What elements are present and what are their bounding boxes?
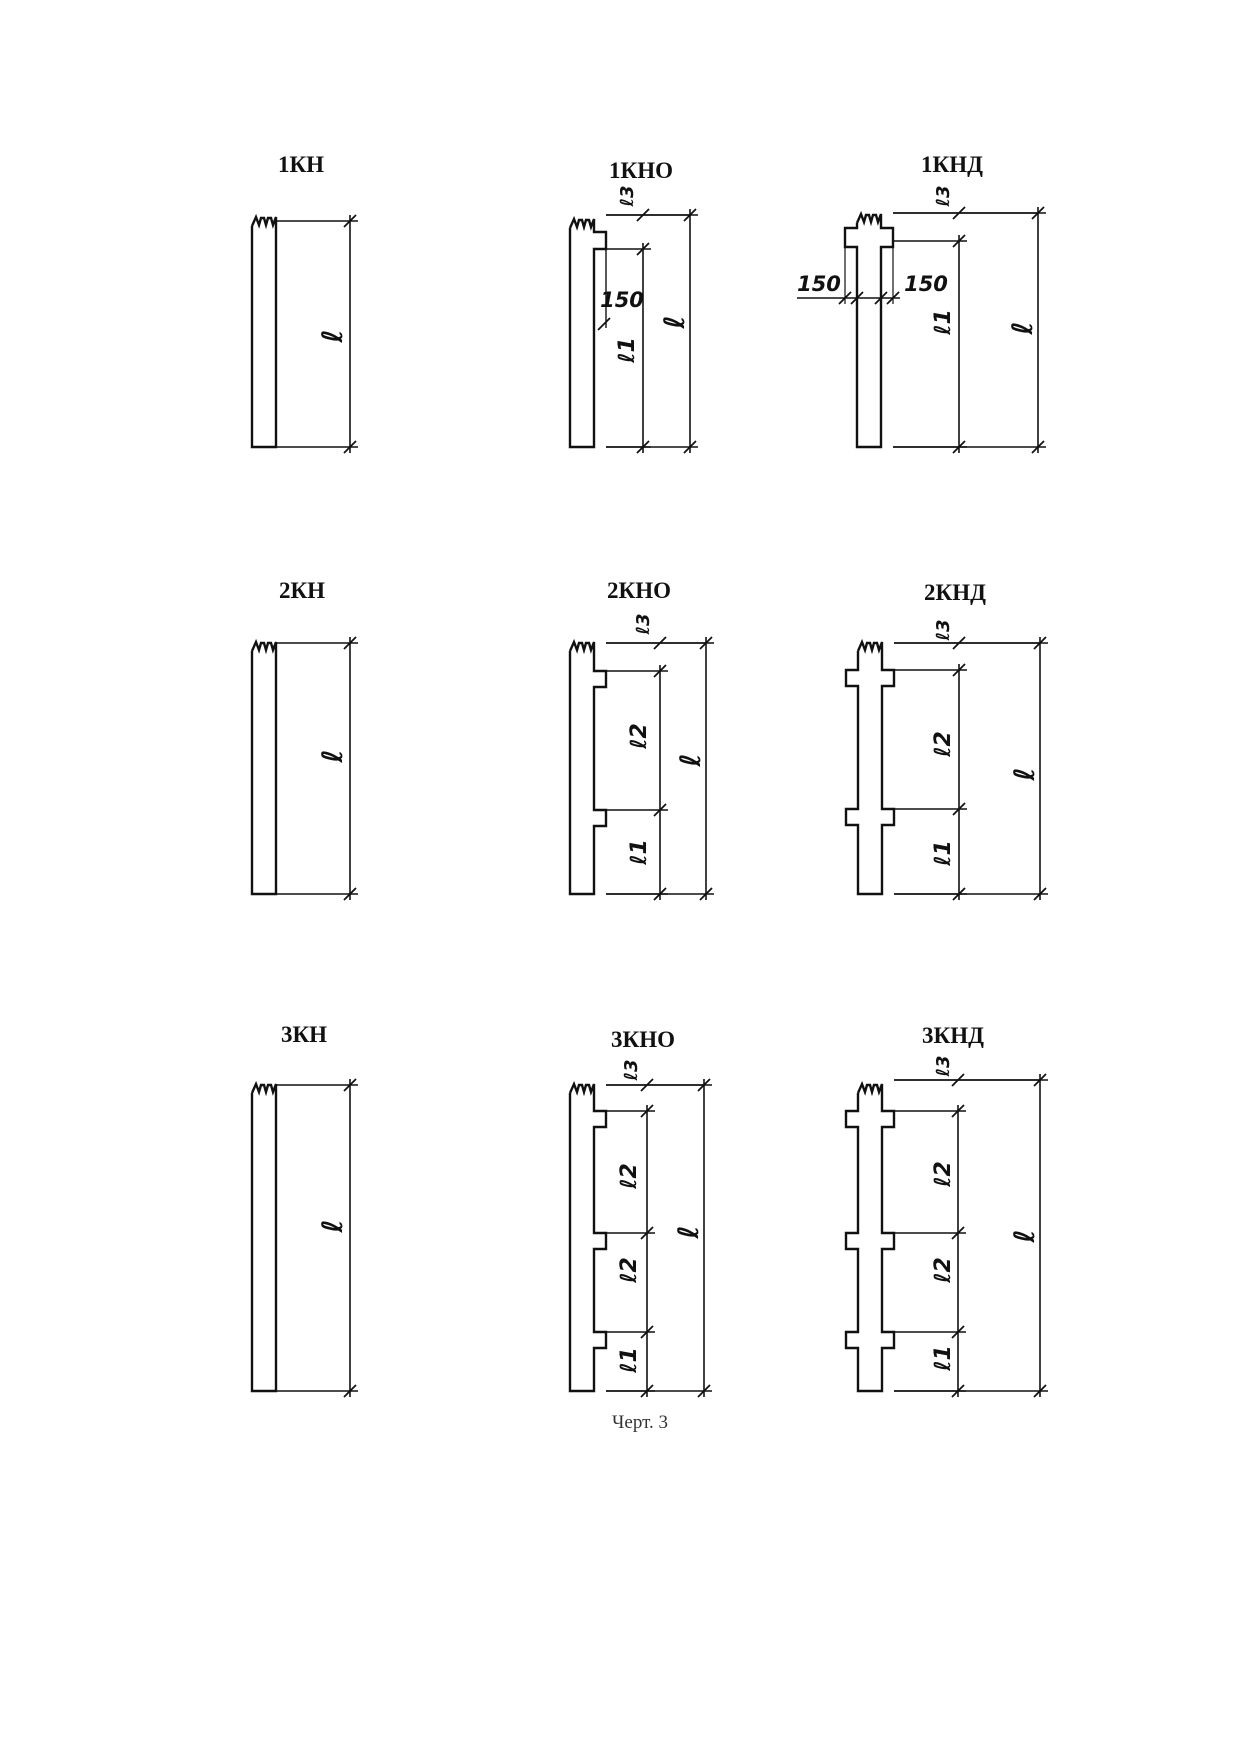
- dim-2knd-chain-tick: [952, 663, 966, 677]
- dim-2knd-l3-label: ℓ3: [933, 619, 954, 641]
- column-3kn: [250, 1080, 278, 1393]
- dim-3kno-l2-label: ℓ2: [617, 1163, 642, 1190]
- dim-2kno-l3-label: ℓ3: [633, 613, 654, 635]
- dim-3knd-l2b-label: ℓ2: [931, 1257, 956, 1284]
- title-1kno: 1КНО: [609, 158, 673, 183]
- dim-3knd-chain-tick: [951, 1104, 965, 1118]
- dim-3kno-l3-label: ℓ3: [621, 1059, 642, 1081]
- dim-1kn-l-tick: [343, 440, 357, 454]
- dim-3kno-l2b-label: ℓ2: [617, 1257, 642, 1284]
- dim-1kno-l1-label: ℓ1: [615, 337, 640, 364]
- figure-caption: Черт. 3: [612, 1412, 668, 1433]
- dim-2kno-top-tick: [653, 636, 667, 650]
- column-2knd: [844, 638, 896, 896]
- dim-1kno-150-tick: [597, 317, 611, 331]
- column-2kno: [568, 638, 608, 896]
- title-2knd: 2КНД: [924, 580, 986, 605]
- dim-2knd-chain-tick: [952, 802, 966, 816]
- dim-3kno-l-tick: [697, 1384, 711, 1398]
- dim-3knd-chain-tick: [951, 1226, 965, 1240]
- title-3kn: 3КН: [280, 1022, 328, 1047]
- title-1knd: 1КНД: [921, 152, 983, 177]
- dim-3knd-top-tick: [951, 1073, 965, 1087]
- dim-3knd-l-label: ℓ: [1008, 1229, 1041, 1243]
- dim-3kno-chain-tick: [640, 1104, 654, 1118]
- dim-1kn-l-tick: [343, 214, 357, 228]
- dim-1kno-top-tick: [636, 208, 650, 222]
- dim-3kno-l1-label: ℓ1: [617, 1347, 642, 1374]
- dim-2kno-l-label: ℓ: [674, 753, 707, 767]
- dim-3kno-chain-tick: [640, 1325, 654, 1339]
- column-1kn: [250, 213, 278, 449]
- dim-1knd-150-tick-a: [850, 291, 864, 305]
- dim-1knd-150-tick-l: [838, 291, 852, 305]
- dim-3knd-l3-label: ℓ3: [933, 1055, 954, 1077]
- dim-2kno-l2-label: ℓ2: [627, 723, 652, 750]
- dim-3kn-l-tick: [343, 1078, 357, 1092]
- dim-3kn-l-label: ℓ: [316, 1219, 349, 1233]
- dim-1kn-l-label: ℓ: [316, 329, 349, 343]
- dim-3kn-l-tick: [343, 1384, 357, 1398]
- column-2kn: [250, 638, 278, 896]
- dim-2kno-l-tick: [699, 887, 713, 901]
- dim-2kn-l-label: ℓ: [316, 749, 349, 763]
- dim-1kno-l1-tick: [636, 242, 650, 256]
- column-1kno: [568, 215, 608, 449]
- dim-2kno-l1-label: ℓ1: [627, 839, 652, 866]
- dim-2knd-l-tick: [1033, 887, 1047, 901]
- dim-3knd-l2-label: ℓ2: [931, 1161, 956, 1188]
- dim-3knd-l-tick: [1033, 1384, 1047, 1398]
- dim-1knd-l1-label: ℓ1: [931, 309, 956, 336]
- dim-2knd-l1-label: ℓ1: [931, 840, 956, 867]
- dim-1knd-150-label-right: 150: [904, 272, 948, 296]
- dim-2kn-l-tick: [343, 887, 357, 901]
- dim-1knd-l3-label: ℓ3: [933, 185, 954, 207]
- column-3knd: [844, 1080, 896, 1393]
- title-3kno: 3КНО: [611, 1027, 675, 1052]
- dim-3kno-chain-tick: [640, 1226, 654, 1240]
- title-2kno: 2КНО: [607, 578, 671, 603]
- title-1kn: 1КН: [277, 152, 325, 177]
- dim-1kno-150-label: 150: [600, 288, 644, 312]
- dim-2knd-top-tick: [952, 636, 966, 650]
- column-3kno: [568, 1080, 608, 1393]
- dim-2knd-l-label: ℓ: [1008, 767, 1041, 781]
- dim-2kno-chain-tick: [653, 664, 667, 678]
- dim-2knd-l2-label: ℓ2: [931, 731, 956, 758]
- dim-1knd-150-tick-b: [874, 291, 888, 305]
- dim-3knd-l1-label: ℓ1: [931, 1345, 956, 1372]
- dim-3kno-l-label: ℓ: [672, 1225, 705, 1239]
- dim-2kn-l-tick: [343, 636, 357, 650]
- title-2kn: 2КН: [278, 578, 326, 603]
- dim-1knd-150-tick-r: [886, 291, 900, 305]
- dim-1knd-l-label: ℓ: [1006, 321, 1039, 335]
- dim-1knd-150-label-left: 150: [797, 272, 841, 296]
- dim-3knd-chain-tick: [951, 1325, 965, 1339]
- dim-3kno-top-tick: [640, 1078, 654, 1092]
- dim-1knd-l-tick: [1031, 440, 1045, 454]
- dim-1kno-l3-label: ℓ3: [617, 185, 638, 207]
- dim-1kno-l-tick: [683, 440, 697, 454]
- dim-2kno-chain-tick: [653, 803, 667, 817]
- dim-1knd-l1-tick: [952, 234, 966, 248]
- column-1knd: [843, 210, 895, 449]
- dim-1knd-top-tick: [952, 206, 966, 220]
- dim-1kno-l-label: ℓ: [658, 315, 691, 329]
- title-3knd: 3КНД: [922, 1023, 984, 1048]
